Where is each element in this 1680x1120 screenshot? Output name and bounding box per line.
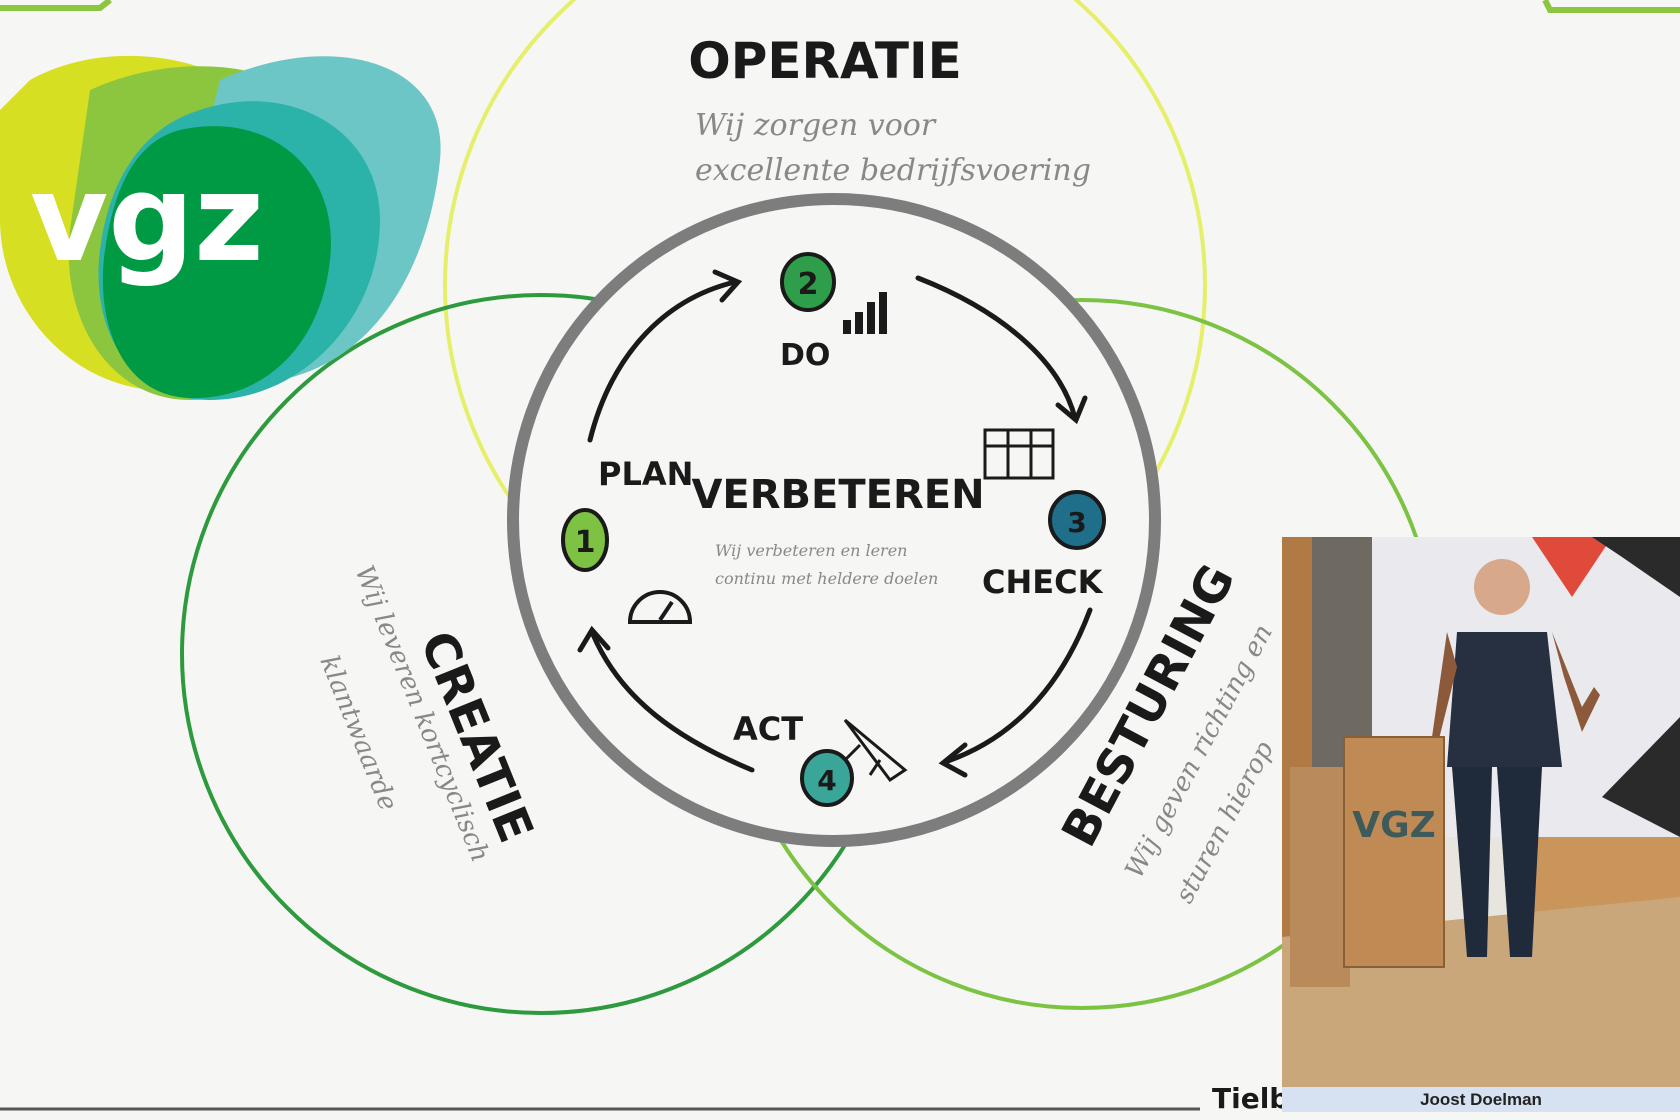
svg-text:2: 2 <box>798 267 819 302</box>
vgz-logo: vgz <box>0 55 441 401</box>
operatie-subtitle-1: Wij zorgen voor <box>695 108 937 143</box>
step-2: 2 DO <box>780 252 887 373</box>
arrow-plan-do <box>587 279 738 443</box>
bar-chart-icon <box>843 292 887 334</box>
footer-text: Tielb <box>1212 1082 1289 1115</box>
verbeteren-ring <box>507 193 1161 847</box>
operatie-subtitle-2: excellente bedrijfsvoering <box>695 153 1091 188</box>
corner-shape-left <box>0 0 112 11</box>
verbeteren-subtitle-1: Wij verbeteren en leren <box>715 541 907 560</box>
verbeteren-title: VERBETEREN <box>691 472 984 518</box>
step-4-label: ACT <box>733 710 803 748</box>
cycle-arrows <box>577 269 1093 778</box>
creatie-subtitle-2: klantwaarde <box>314 651 403 815</box>
step-3-badge <box>1048 490 1106 550</box>
arrow-check-act <box>942 607 1093 765</box>
step-3-label: CHECK <box>982 563 1104 601</box>
arrow-do-check <box>915 275 1078 421</box>
step-4-badge <box>800 749 854 807</box>
svg-text:1: 1 <box>575 525 596 560</box>
arrow-act-plan <box>589 629 755 773</box>
svg-text:4: 4 <box>817 764 836 797</box>
table-icon <box>983 428 1055 480</box>
step-1-badge <box>561 508 609 572</box>
svg-text:vgz: vgz <box>30 150 264 289</box>
step-2-badge <box>780 252 836 312</box>
step-1-label: PLAN <box>598 455 693 493</box>
svg-text:3: 3 <box>1067 506 1086 539</box>
step-4: 4 ACT <box>733 710 908 807</box>
operatie-title: OPERATIE <box>688 32 962 90</box>
verbeteren-subtitle-2: continu met heldere doelen <box>715 569 938 588</box>
speedometer-icon <box>627 590 693 624</box>
podium-logo: VGZ <box>1352 805 1436 846</box>
speaker-video: VGZ <box>1282 537 1680 1087</box>
step-3: 3 CHECK <box>982 428 1106 601</box>
speaker-name-label: Joost Doelman <box>1282 1087 1680 1112</box>
step-2-label: DO <box>780 338 830 373</box>
rocket-icon <box>843 718 908 783</box>
step-1: 1 PLAN <box>561 455 693 572</box>
corner-shape-right <box>1542 0 1680 13</box>
